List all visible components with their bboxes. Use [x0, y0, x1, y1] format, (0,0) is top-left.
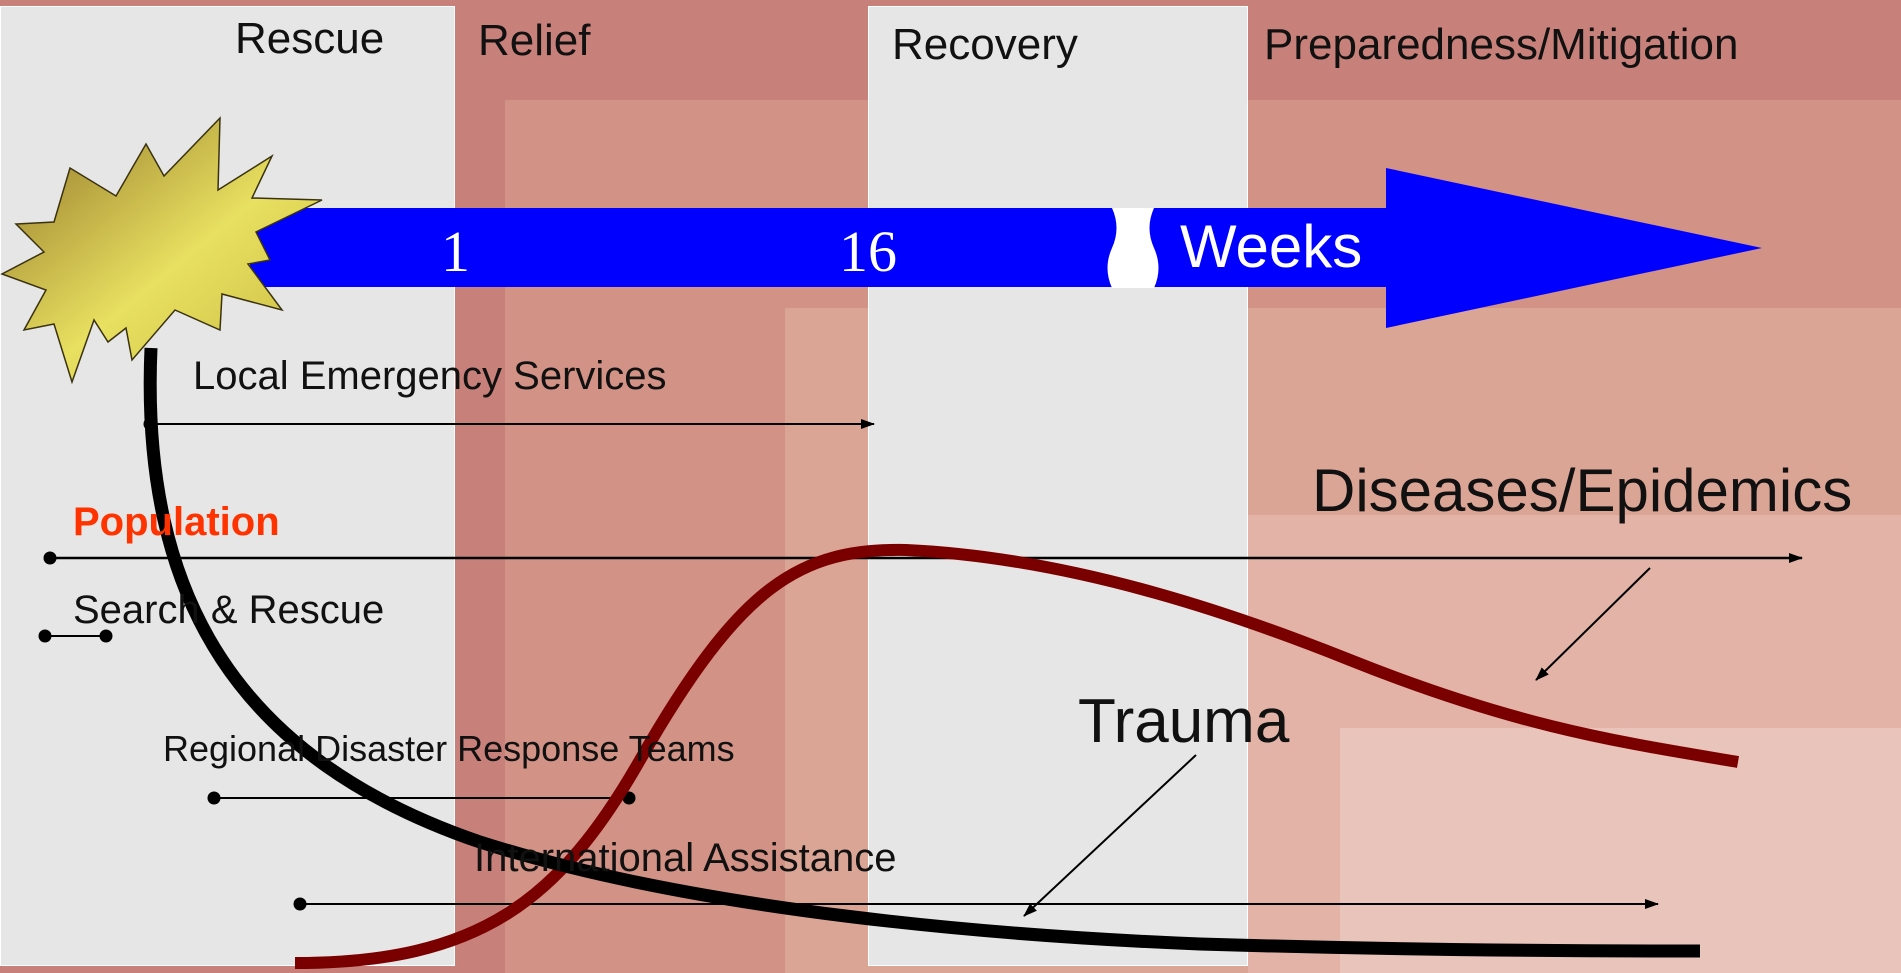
background-layer-5 — [1340, 728, 1901, 973]
timeline-arrow — [250, 168, 1762, 328]
label-international-assistance: International Assistance — [474, 836, 897, 880]
timeline-unit-weeks: Weeks — [1180, 213, 1363, 280]
axis-break-icon — [1107, 208, 1159, 288]
disease-curve — [294, 543, 1740, 969]
recovery-phase-panel — [868, 6, 1248, 966]
phase-label-relief: Relief — [478, 16, 591, 65]
label-trauma: Trauma — [1078, 687, 1290, 756]
phase-label-rescue: Rescue — [235, 14, 385, 63]
timeline-tick-1: 1 — [441, 219, 470, 284]
diseases-pointer-arrow — [1535, 567, 1651, 681]
timeline-tick-16: 16 — [839, 219, 897, 284]
label-diseases-epidemics: Diseases/Epidemics — [1312, 457, 1853, 524]
label-regional-teams: Regional Disaster Response Teams — [163, 728, 735, 769]
label-local-emergency-services: Local Emergency Services — [193, 354, 667, 398]
phase-label-preparedness: Preparedness/Mitigation — [1264, 20, 1739, 69]
rescue-phase-panel — [0, 6, 455, 966]
trauma-curve — [143, 347, 1701, 958]
label-population: Population — [73, 500, 280, 544]
trauma-pointer-arrow — [1023, 754, 1197, 917]
label-search-rescue: Search & Rescue — [73, 588, 385, 632]
phase-label-recovery: Recovery — [892, 20, 1078, 69]
explosion-starburst-icon — [0, 116, 323, 385]
